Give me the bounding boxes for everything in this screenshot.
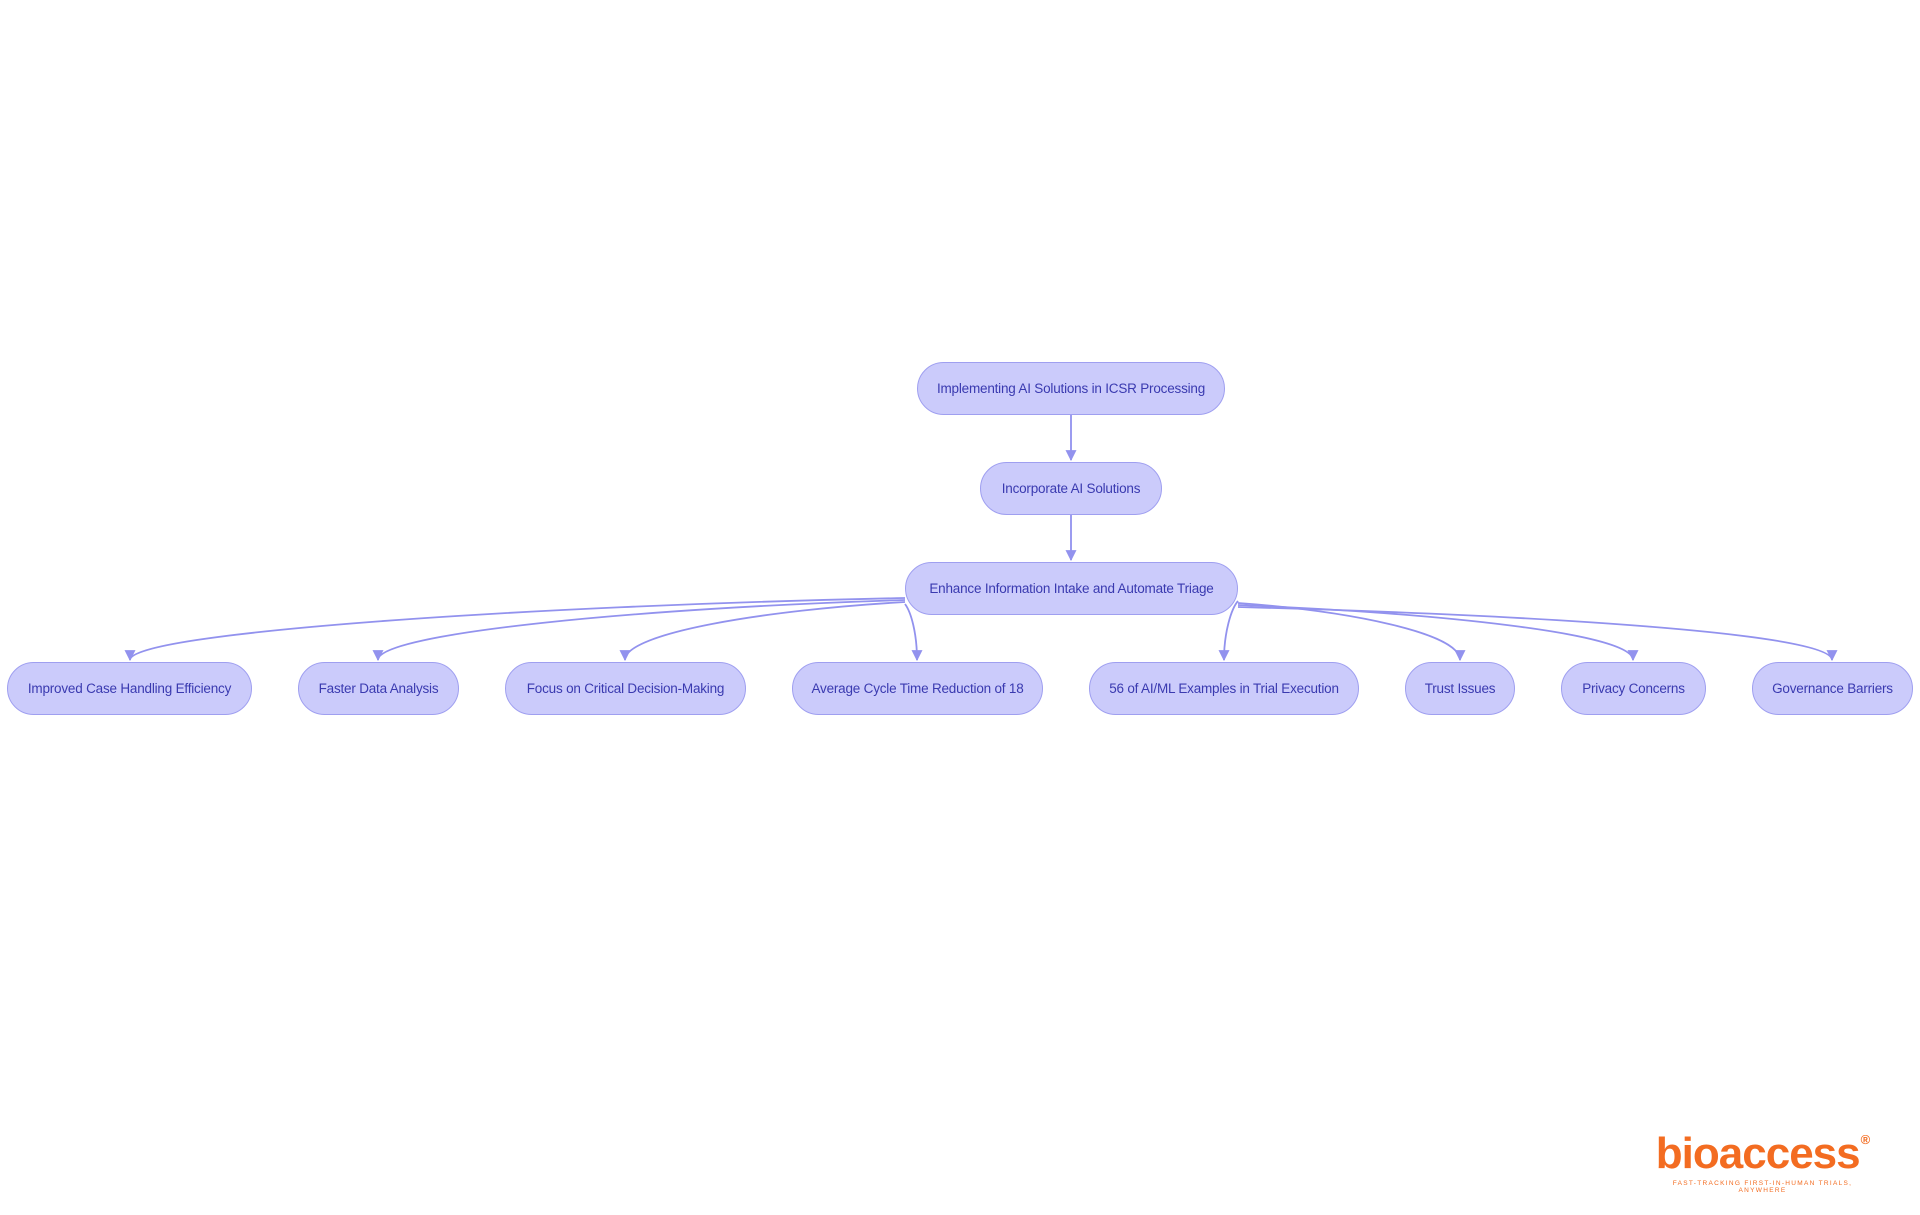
edge-hub-to-outcome-8 <box>1237 606 1838 662</box>
logo-tagline: FAST-TRACKING FIRST-IN-HUMAN TRIALS, ANY… <box>1672 1180 1853 1194</box>
hub-node-label: Enhance Information Intake and Automate … <box>929 581 1214 596</box>
node-enhance-intake-triage[interactable]: Enhance Information Intake and Automate … <box>905 562 1238 615</box>
edge-hub-to-outcome-4 <box>904 603 923 662</box>
edge-hub-to-outcome-5 <box>1218 600 1239 662</box>
edge-hub-to-outcome-2 <box>372 599 906 662</box>
outcome-label: Improved Case Handling Efficiency <box>27 681 232 696</box>
outcome-node-critical-decision-making[interactable]: Focus on Critical Decision-Making <box>505 662 746 715</box>
outcome-label: Focus on Critical Decision-Making <box>526 681 725 696</box>
root-node-label: Implementing AI Solutions in ICSR Proces… <box>936 381 1206 396</box>
outcome-label: Trust Issues <box>1424 681 1496 696</box>
node-incorporate-ai-solutions[interactable]: Incorporate AI Solutions <box>980 462 1162 515</box>
logo-name: bioaccess <box>1655 1129 1861 1178</box>
outcome-node-cycle-time-reduction[interactable]: Average Cycle Time Reduction of 18 <box>792 662 1043 715</box>
logo-wordmark: bioaccess® <box>1650 1130 1875 1178</box>
edge-hub-to-outcome-3 <box>619 601 906 662</box>
bioaccess-logo: bioaccess® FAST-TRACKING FIRST-IN-HUMAN … <box>1650 1130 1875 1195</box>
outcome-label: Faster Data Analysis <box>318 681 439 696</box>
edge-hub-to-outcome-1 <box>124 597 906 662</box>
outcome-node-faster-data-analysis[interactable]: Faster Data Analysis <box>298 662 459 715</box>
root-node-implementing-ai[interactable]: Implementing AI Solutions in ICSR Proces… <box>917 362 1225 415</box>
outcome-label: Governance Barriers <box>1772 681 1893 696</box>
outcome-node-ai-ml-examples[interactable]: 56 of AI/ML Examples in Trial Execution <box>1089 662 1359 715</box>
outcome-label: 56 of AI/ML Examples in Trial Execution <box>1109 681 1339 696</box>
step-node-label: Incorporate AI Solutions <box>1001 481 1141 496</box>
outcome-node-privacy-concerns[interactable]: Privacy Concerns <box>1561 662 1706 715</box>
outcome-node-trust-issues[interactable]: Trust Issues <box>1405 662 1515 715</box>
edge-layer <box>124 415 1838 662</box>
registered-trademark-icon: ® <box>1860 1132 1871 1147</box>
outcome-node-improved-case-handling[interactable]: Improved Case Handling Efficiency <box>7 662 252 715</box>
outcome-node-governance-barriers[interactable]: Governance Barriers <box>1752 662 1913 715</box>
outcome-label: Average Cycle Time Reduction of 18 <box>811 681 1024 696</box>
outcome-label: Privacy Concerns <box>1582 681 1685 696</box>
